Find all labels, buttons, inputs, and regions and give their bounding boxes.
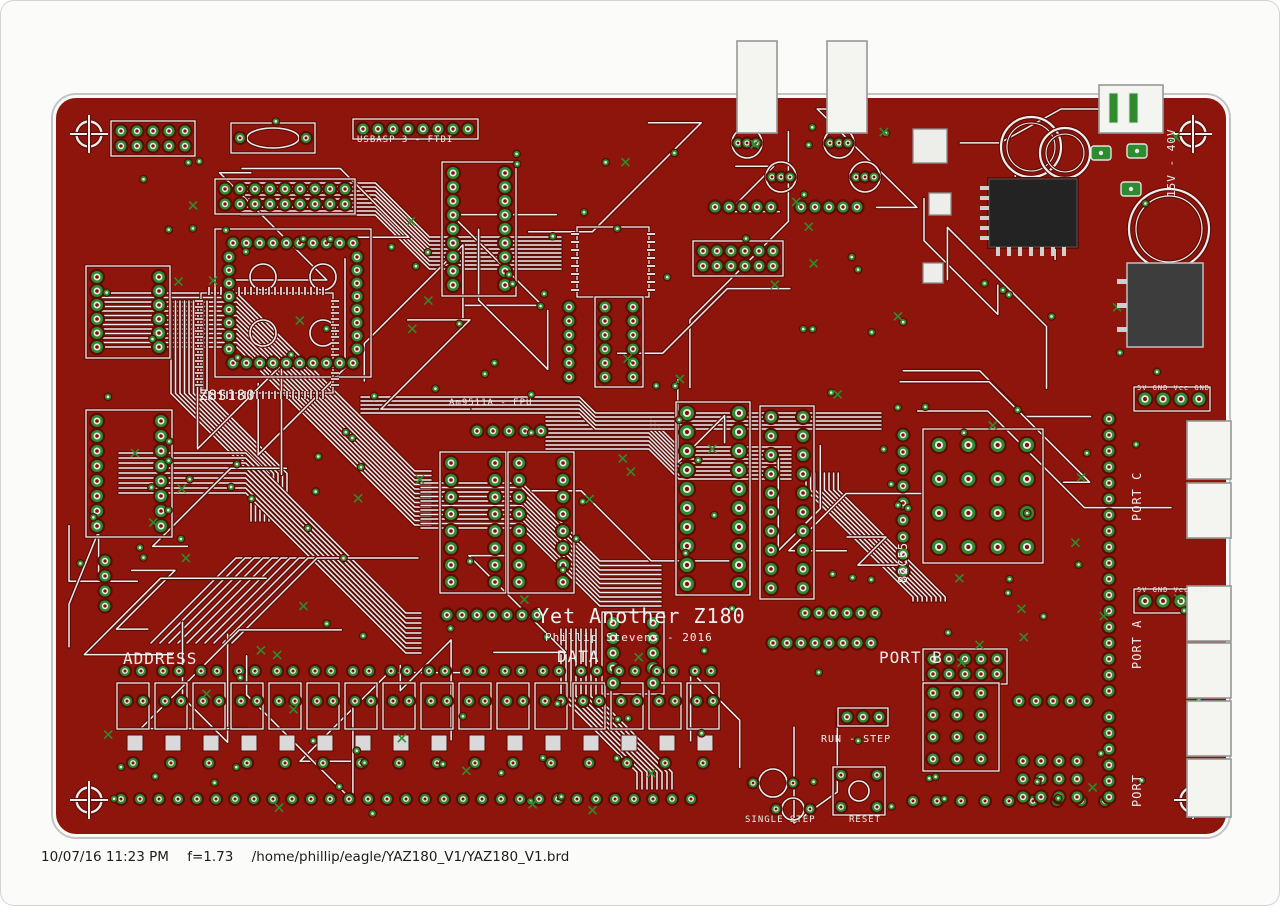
board-label: 15V - 40V	[1165, 128, 1178, 197]
pad-layer	[75, 115, 1208, 818]
board-label: PORT A	[1130, 620, 1144, 669]
board-label: PORT B	[879, 648, 943, 667]
board-label: 82C55	[896, 542, 910, 583]
board-label: PORT C	[1130, 472, 1144, 521]
board-label: Phillip Stevens - 2016	[545, 631, 713, 644]
board-label: Am9511A - FPU	[449, 398, 532, 408]
board-label: DATA	[557, 647, 600, 666]
board-label: 5V GND Vcc GND	[1137, 586, 1210, 594]
status-file-path: /home/phillip/eagle/YAZ180_V1/YAZ180_V1.…	[251, 849, 570, 865]
component-layer	[736, 40, 1232, 818]
board-label: Yet Another Z180	[537, 604, 746, 628]
board-label: 5V GND Vcc GND	[1137, 384, 1210, 392]
board-label: PORT	[1130, 774, 1144, 807]
board-label: USBASP 3 - FTDI	[357, 135, 453, 145]
board-label: ADDRESS	[123, 649, 197, 668]
status-scale-factor: f=1.73	[187, 849, 234, 865]
silkscreen-layer	[70, 114, 1212, 822]
status-timestamp: 10/07/16 11:23 PM	[41, 849, 169, 865]
board-label: RUN - STEP	[821, 734, 891, 745]
board-label: SINGLE STEP	[745, 815, 816, 825]
board-label: RESET	[849, 815, 881, 825]
board-label: Z8S180	[199, 388, 256, 404]
status-bar: 10/07/16 11:23 PM f=1.73 /home/phillip/e…	[41, 849, 583, 865]
